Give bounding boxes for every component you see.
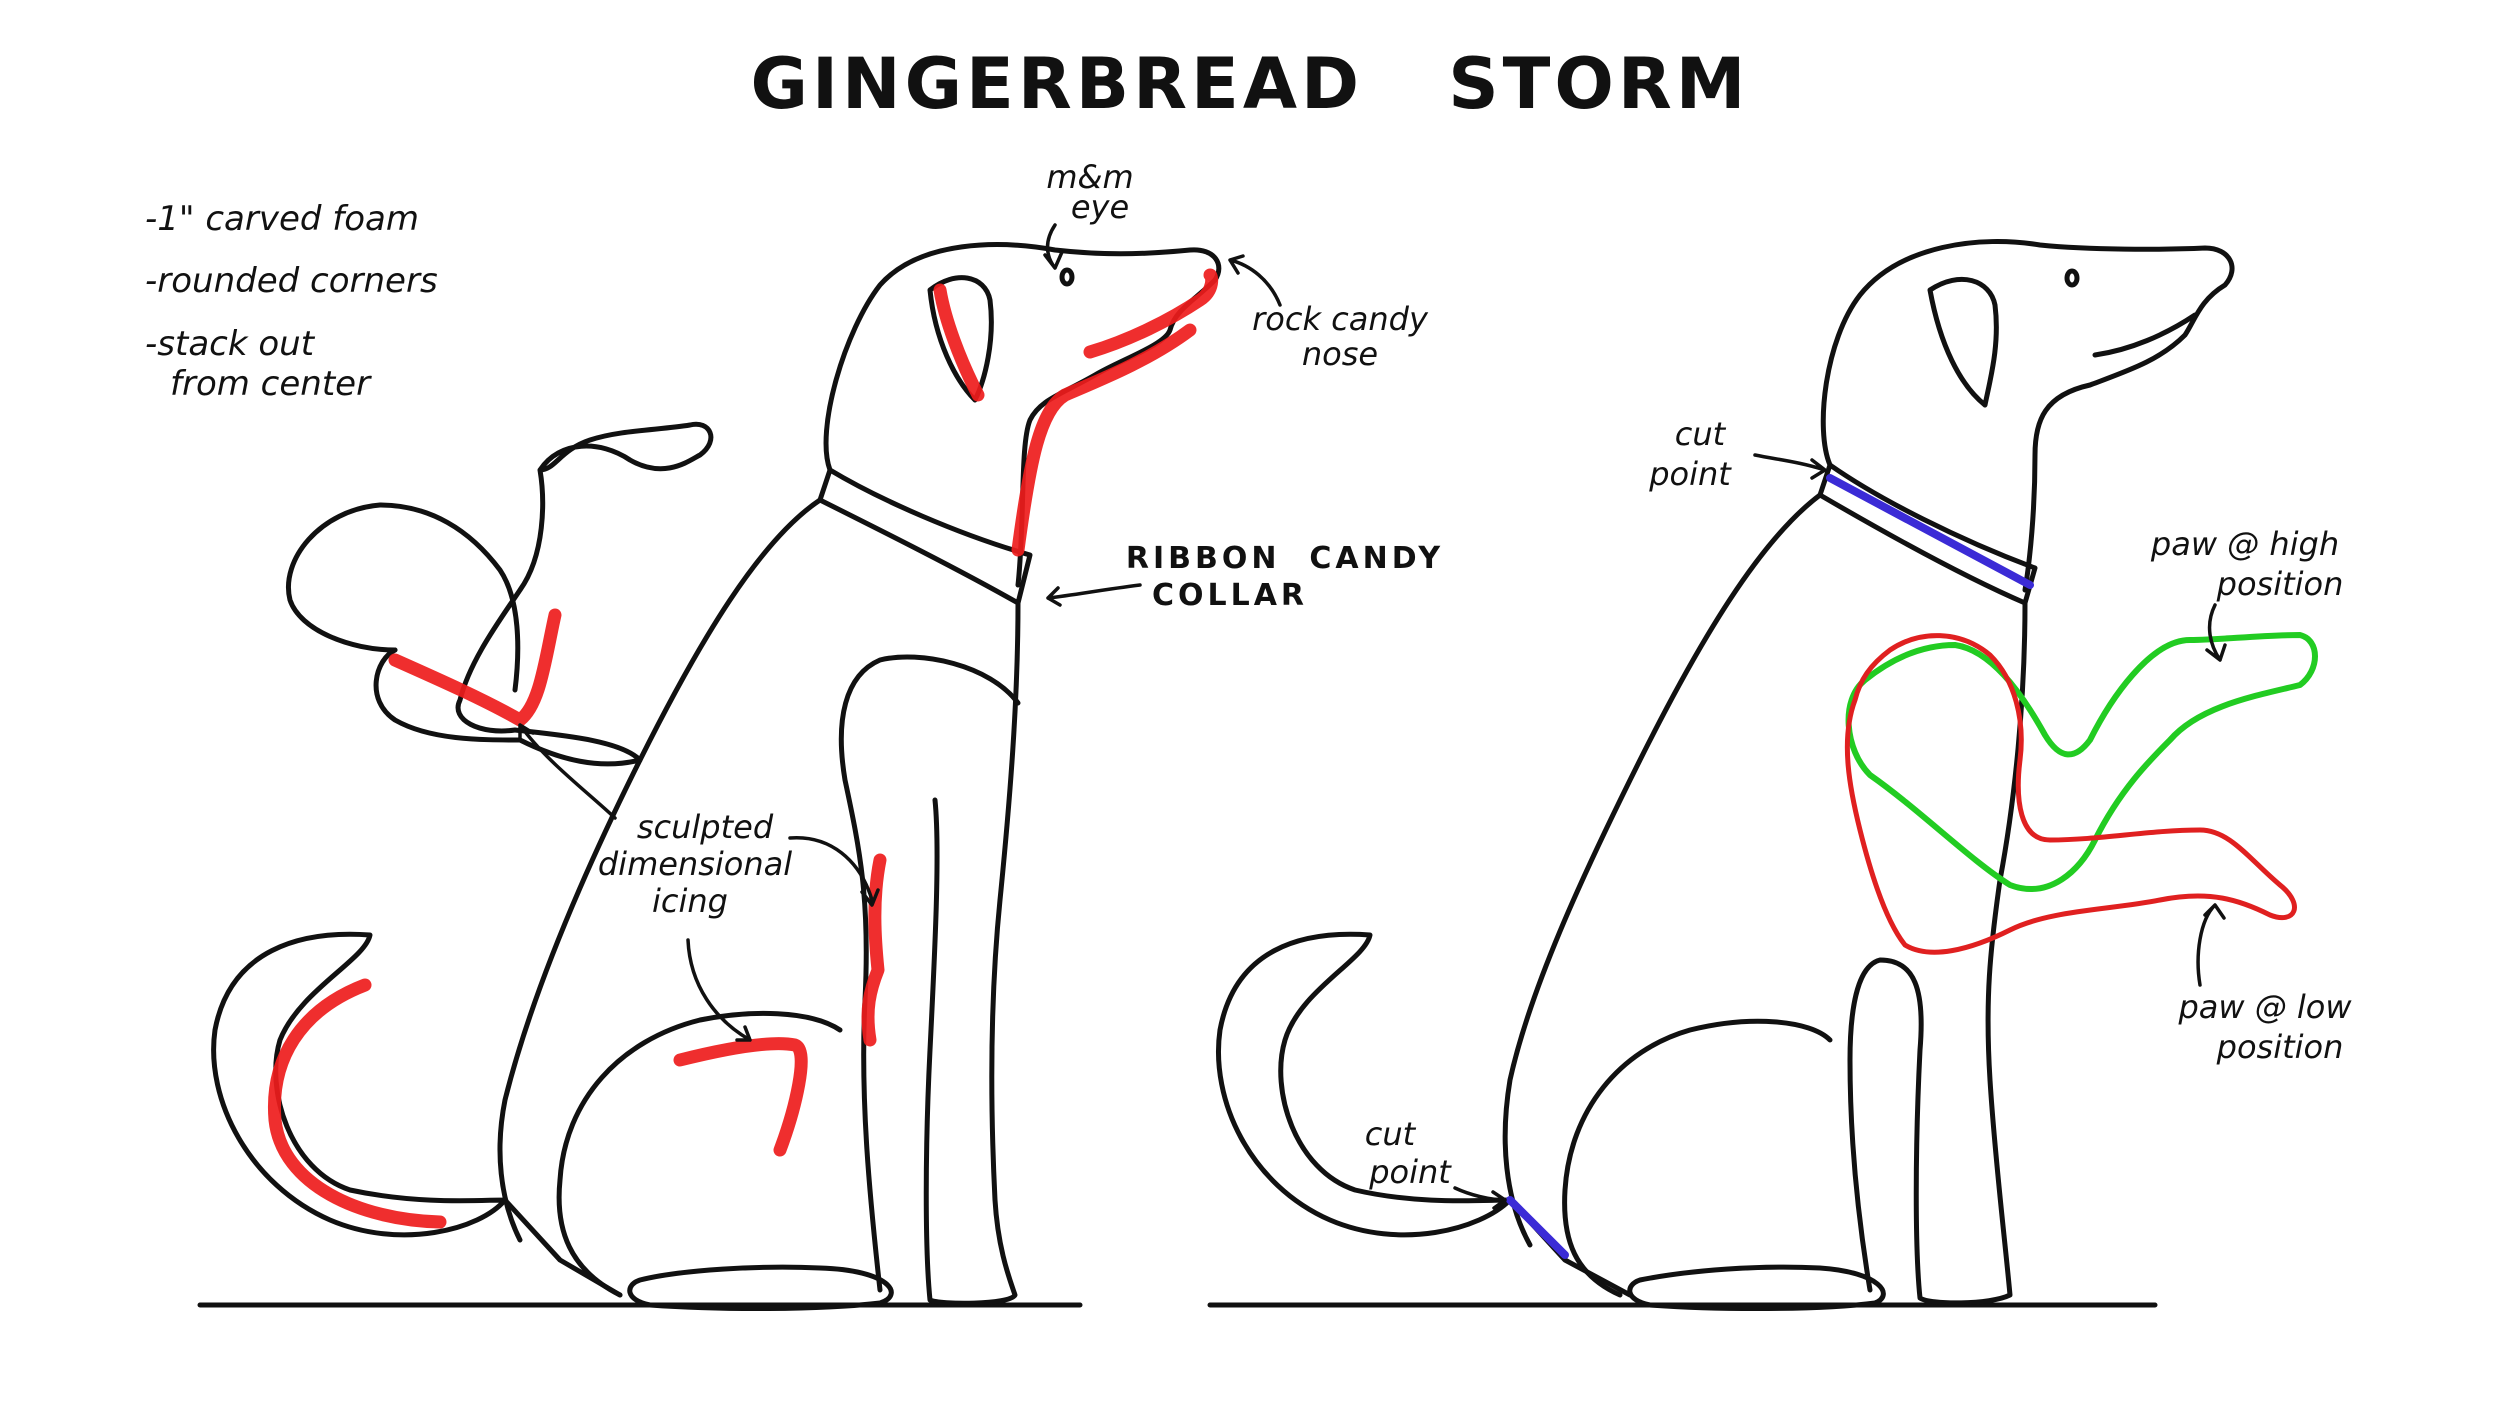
label-collar-line1: RIBBON CANDY (1126, 541, 1444, 576)
left-dog-back (497, 497, 823, 1243)
cut-line-neck (1826, 474, 2034, 589)
note-rounded-corners: -rounded corners (145, 261, 438, 301)
left-dog-collar (817, 467, 1033, 606)
right-dog-head (1820, 239, 2235, 593)
label-nose-line1: rock candy (1252, 300, 1429, 338)
left-dog-tail-base (502, 1197, 623, 1298)
label-cut-neck-line2: point (1648, 455, 1732, 493)
arrow-eye (1043, 223, 1064, 270)
right-dog-tail (1216, 931, 1513, 1238)
icing-haunch (673, 1037, 808, 1157)
arrow-cut-neck (1753, 453, 1827, 480)
label-paw-low-line2: position (2216, 1028, 2344, 1066)
label-icing-line3: icing (652, 882, 728, 920)
right-dog-ear (1927, 276, 1999, 408)
left-dog-haunch (556, 1010, 843, 1298)
arrow-collar (1046, 583, 1142, 607)
label-paw-high-line1: paw @ high (2150, 525, 2339, 563)
label-nose-line2: nose (1302, 335, 1378, 373)
construction-notes: -1" carved foam -rounded corners -stack … (145, 199, 438, 404)
label-paw-high-line2: position (2216, 565, 2344, 603)
right-dog-mouth (2092, 312, 2198, 358)
right-dog-back (1502, 492, 1823, 1248)
arrow-cut-tail (1453, 1186, 1507, 1210)
arrow-nose (1228, 254, 1282, 307)
left-dog-raised-leg (373, 421, 714, 767)
right-dog-labels: cut point cut point paw @ high position … (1365, 415, 2352, 1210)
right-dog-collar (1817, 462, 2038, 606)
label-icing-line1: sculpted (637, 808, 774, 846)
paw-high-outline (1845, 632, 2318, 892)
arrow-icing-haunch (686, 938, 752, 1042)
left-dog-labels: m&m eye rock candy nose RIBBON CANDY COL… (518, 158, 1444, 1042)
label-icing-line2: dimensional (598, 845, 792, 883)
label-cut-tail-line2: point (1368, 1153, 1452, 1191)
label-eye-line2: eye (1071, 188, 1129, 226)
diagram-title: GINGERBREAD STORM (751, 43, 1750, 125)
left-dog-outline (211, 242, 1222, 1312)
arrow-icing-front-leg (788, 836, 880, 907)
left-dog-front-leg-upper (838, 654, 1021, 1293)
left-dog-ear (927, 275, 994, 403)
right-dog-hind-paw (1627, 1264, 1886, 1312)
right-dog-outline (1216, 239, 2235, 1312)
arrow-paw-low (2196, 903, 2226, 987)
right-dog-eye (2064, 268, 2080, 288)
icing-ear (933, 283, 985, 402)
right-dog-haunch (1562, 1018, 1833, 1298)
icing-throat (1011, 323, 1197, 557)
cut-line-tail (1506, 1196, 1569, 1259)
label-collar-line2: COLLAR (1152, 578, 1308, 613)
icing-tail (267, 978, 447, 1229)
label-cut-tail-line1: cut (1365, 1115, 1417, 1153)
left-dog-raised-paw (286, 502, 521, 693)
note-stack-out: -stack out (145, 324, 316, 364)
left-dog-tail (211, 931, 508, 1238)
note-carved-foam: -1" carved foam (145, 199, 419, 239)
icing-front-leg (861, 853, 887, 1047)
left-dog-eye (1059, 267, 1075, 287)
right-dog-front-leg (1847, 600, 2028, 1306)
arrow-icing-raised-leg (518, 723, 617, 820)
left-dog-head (823, 242, 1222, 588)
paw-low-outline (1844, 633, 2297, 955)
left-dog-hind-paw (627, 1264, 894, 1312)
label-cut-neck-line1: cut (1675, 415, 1727, 453)
icing-mouth (1083, 268, 1219, 359)
label-paw-low-line1: paw @ low (2177, 988, 2352, 1026)
left-dog-icing (267, 268, 1219, 1229)
arrow-paw-high (2205, 603, 2227, 662)
left-dog-front-leg (923, 600, 1021, 1306)
note-from-center: from center (170, 364, 372, 404)
label-eye-line1: m&m (1046, 158, 1133, 196)
icing-raised-leg (388, 608, 562, 727)
